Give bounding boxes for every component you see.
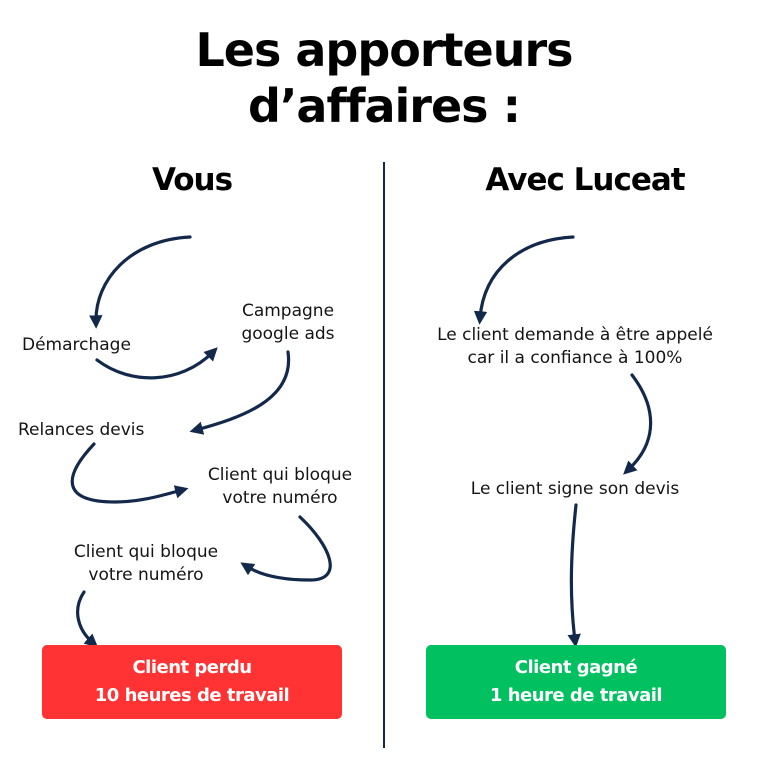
outcome-line: Client perdu	[132, 657, 252, 678]
title-line-1: Les apporteurs	[195, 23, 573, 77]
title-line-2: d’affaires :	[248, 79, 521, 133]
step-client-bloque-1: Client qui bloque votre numéro	[190, 464, 370, 510]
step-label-line: car il a confiance à 100%	[467, 348, 683, 368]
step-label-line: Campagne	[241, 301, 335, 321]
arrow-campagne-to-relances	[189, 350, 291, 435]
step-client-signe-devis: Le client signe son devis	[470, 479, 680, 499]
step-label-line: Client qui bloque	[207, 465, 353, 485]
arrow-relances-to-bloque-1	[70, 442, 189, 504]
arrow-start-to-demande	[473, 235, 575, 325]
step-campagne-google-ads: Campagne google ads	[218, 300, 358, 346]
arrow-bloque-2-to-outcome	[76, 590, 99, 648]
arrow-bloque-1-to-bloque-2	[240, 515, 332, 582]
step-label-line: votre numéro	[88, 565, 204, 585]
left-column-heading: Vous	[151, 162, 233, 198]
step-client-bloque-2: Client qui bloque votre numéro	[56, 541, 236, 587]
arrow-demarchage-to-campagne	[95, 347, 218, 380]
step-label-line: Le client demande à être appelé	[437, 325, 713, 345]
step-label-line: Client qui bloque	[73, 542, 219, 562]
outcome-client-perdu: Client perdu 10 heures de travail	[42, 645, 342, 719]
outcome-line: 1 heure de travail	[489, 685, 663, 706]
step-client-demande-appel: Le client demande à être appelé car il a…	[400, 324, 750, 370]
step-label-line: google ads	[241, 324, 335, 344]
right-column-heading: Avec Luceat	[485, 162, 685, 198]
column-divider	[383, 162, 385, 748]
outcome-line: 10 heures de travail	[94, 685, 290, 706]
step-demarchage: Démarchage	[22, 335, 131, 355]
outcome-line: Client gagné	[514, 657, 638, 678]
step-label-line: votre numéro	[222, 488, 338, 508]
arrow-demande-to-signe	[623, 373, 653, 475]
outcome-client-gagne: Client gagné 1 heure de travail	[426, 645, 726, 719]
step-relances-devis: Relances devis	[18, 420, 145, 440]
arrow-start-to-demarchage	[89, 235, 192, 329]
arrow-signe-to-outcome	[567, 503, 581, 648]
page-title: Les apporteurs d’affaires :	[0, 22, 768, 134]
